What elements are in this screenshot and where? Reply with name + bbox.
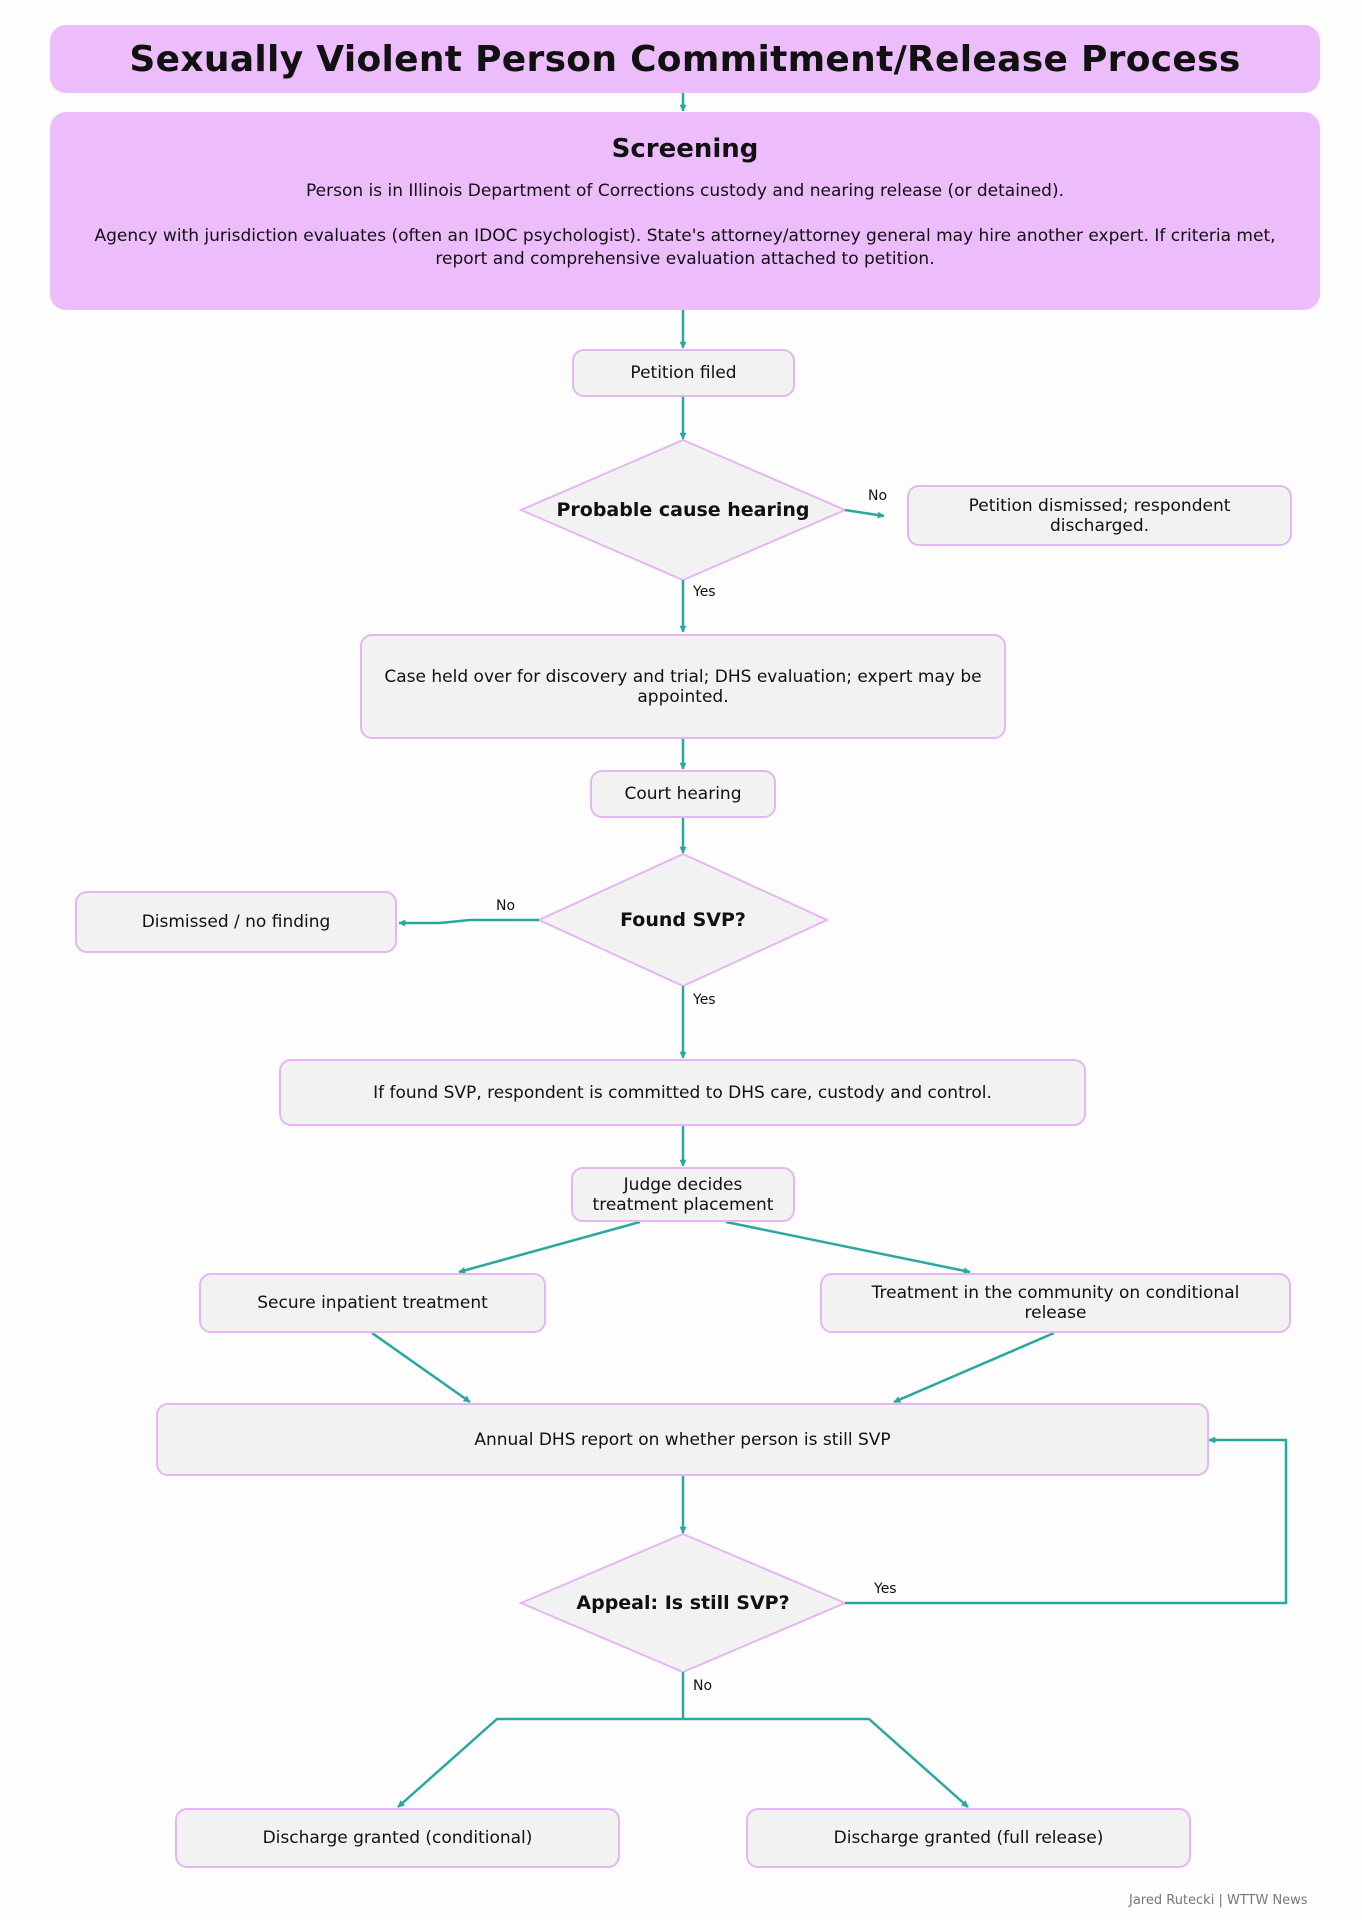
arrow-appeal-yes-loop [845, 1436, 1288, 1605]
edge-label-appeal-no: No [693, 1678, 713, 1694]
arrow-probable-no-to-dismissed [844, 508, 885, 519]
discharge-full-node: Discharge granted (full release) [746, 1808, 1191, 1868]
community-treatment-node: Treatment in the community on conditiona… [820, 1273, 1291, 1333]
judge-decides-node: Judge decides treatment placement [571, 1167, 795, 1222]
arrow-secure-to-annual [371, 1331, 471, 1404]
found-svp-label: Found SVP? [620, 909, 746, 931]
screening-text-2: Agency with jurisdiction evaluates (ofte… [94, 226, 1276, 269]
arrow-found-no-to-dismissed [398, 918, 539, 927]
appeal-label: Appeal: Is still SVP? [576, 1592, 790, 1614]
edge-label-probable-no: No [868, 488, 888, 504]
petition-dismissed-node: Petition dismissed; respondent discharge… [907, 485, 1292, 546]
dismissed-no-finding-node: Dismissed / no finding [75, 891, 397, 953]
edge-label-probable-yes: Yes [693, 584, 716, 600]
page-title: Sexually Violent Person Commitment/Relea… [129, 38, 1241, 80]
arrow-to-discharge-full [683, 1717, 969, 1808]
screening-text-1: Person is in Illinois Department of Corr… [306, 181, 1064, 201]
edge-label-found-no: No [496, 898, 516, 914]
screening-section: Screening Person is in Illinois Departme… [50, 112, 1320, 310]
credit-text: Jared Rutecki | WTTW News [1129, 1893, 1308, 1908]
edge-label-appeal-yes: Yes [874, 1581, 897, 1597]
court-hearing-node: Court hearing [590, 770, 776, 818]
petition-filed-node: Petition filed [572, 349, 795, 397]
arrow-to-discharge-conditional [397, 1717, 683, 1808]
probable-cause-label: Probable cause hearing [556, 499, 810, 521]
annual-report-node: Annual DHS report on whether person is s… [156, 1403, 1209, 1476]
case-held-node: Case held over for discovery and trial; … [360, 634, 1006, 739]
edge-label-found-yes: Yes [693, 992, 716, 1008]
arrow-judge-to-community [725, 1220, 971, 1275]
committed-node: If found SVP, respondent is committed to… [279, 1059, 1086, 1126]
arrow-community-to-annual [893, 1331, 1055, 1404]
arrow-judge-to-secure [458, 1220, 641, 1274]
title-banner: Sexually Violent Person Commitment/Relea… [50, 25, 1320, 93]
discharge-conditional-node: Discharge granted (conditional) [175, 1808, 620, 1868]
secure-inpatient-node: Secure inpatient treatment [199, 1273, 546, 1333]
screening-heading: Screening [611, 134, 759, 164]
